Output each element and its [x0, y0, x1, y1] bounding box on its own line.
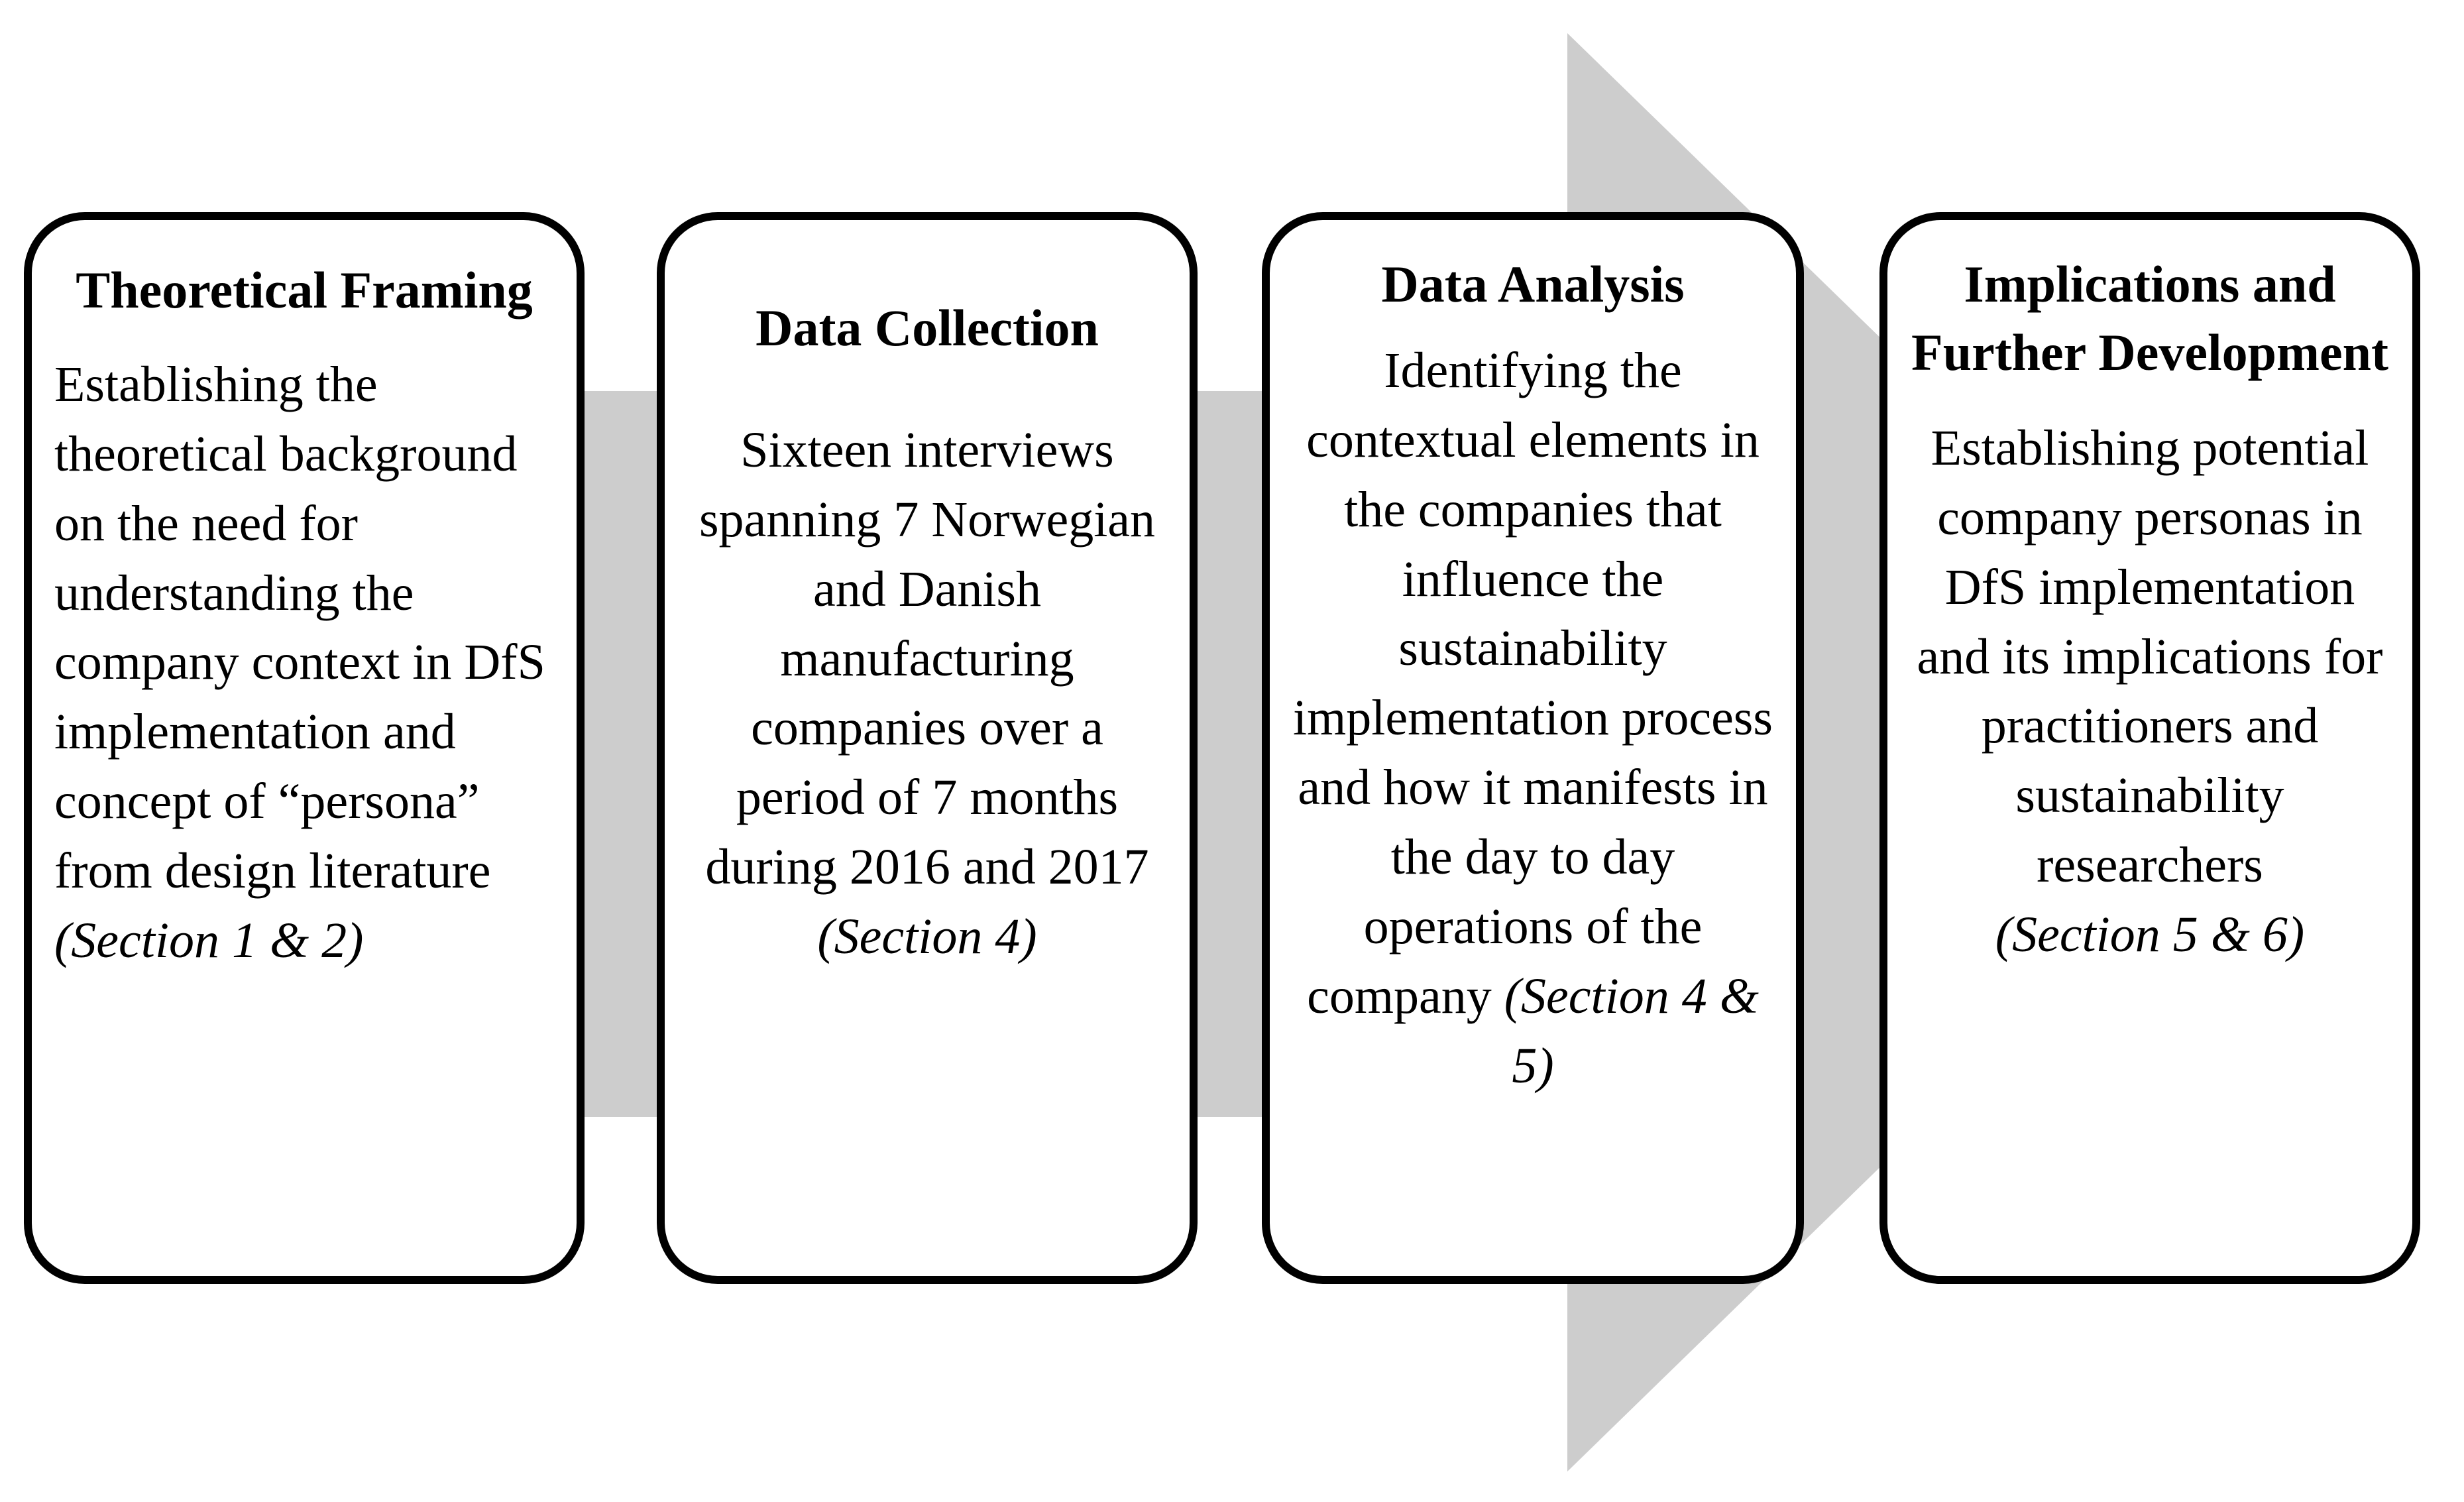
stage-description: Identifying the contextual elements in t…: [1292, 336, 1773, 1101]
stage-description-text: Identifying the contextual elements in t…: [1293, 342, 1773, 1024]
stage-description-text: Sixteen interviews spanning 7 Norwegian …: [699, 422, 1156, 895]
stage-description-text: Establishing the theoretical background …: [54, 356, 545, 899]
stage-title: Theoretical Framing: [76, 261, 533, 319]
section-reference: (Section 1 & 2): [54, 912, 364, 968]
stage-title: Data Analysis: [1381, 255, 1685, 313]
section-reference: (Section 4): [817, 909, 1037, 965]
stage-description: Establishing potential company personas …: [1910, 414, 2390, 970]
stage-box-implications-further-development: Implications and Further Development Est…: [1879, 212, 2420, 1284]
section-reference: (Section 5 & 6): [1995, 907, 2305, 963]
stage-description: Establishing the theoretical background …: [54, 350, 554, 976]
section-reference: (Section 4 & 5): [1504, 968, 1759, 1094]
stage-box-data-collection: Data Collection Sixteen interviews spann…: [657, 212, 1198, 1284]
stage-description-text: Establishing potential company personas …: [1917, 420, 2383, 894]
stage-box-data-analysis: Data Analysis Identifying the contextual…: [1262, 212, 1804, 1284]
stage-title: Implications and Further Development: [1911, 255, 2388, 381]
stage-box-theoretical-framing: Theoretical Framing Establishing the the…: [24, 212, 585, 1284]
stage-title: Data Collection: [756, 299, 1099, 357]
stage-description: Sixteen interviews spanning 7 Norwegian …: [687, 416, 1167, 972]
